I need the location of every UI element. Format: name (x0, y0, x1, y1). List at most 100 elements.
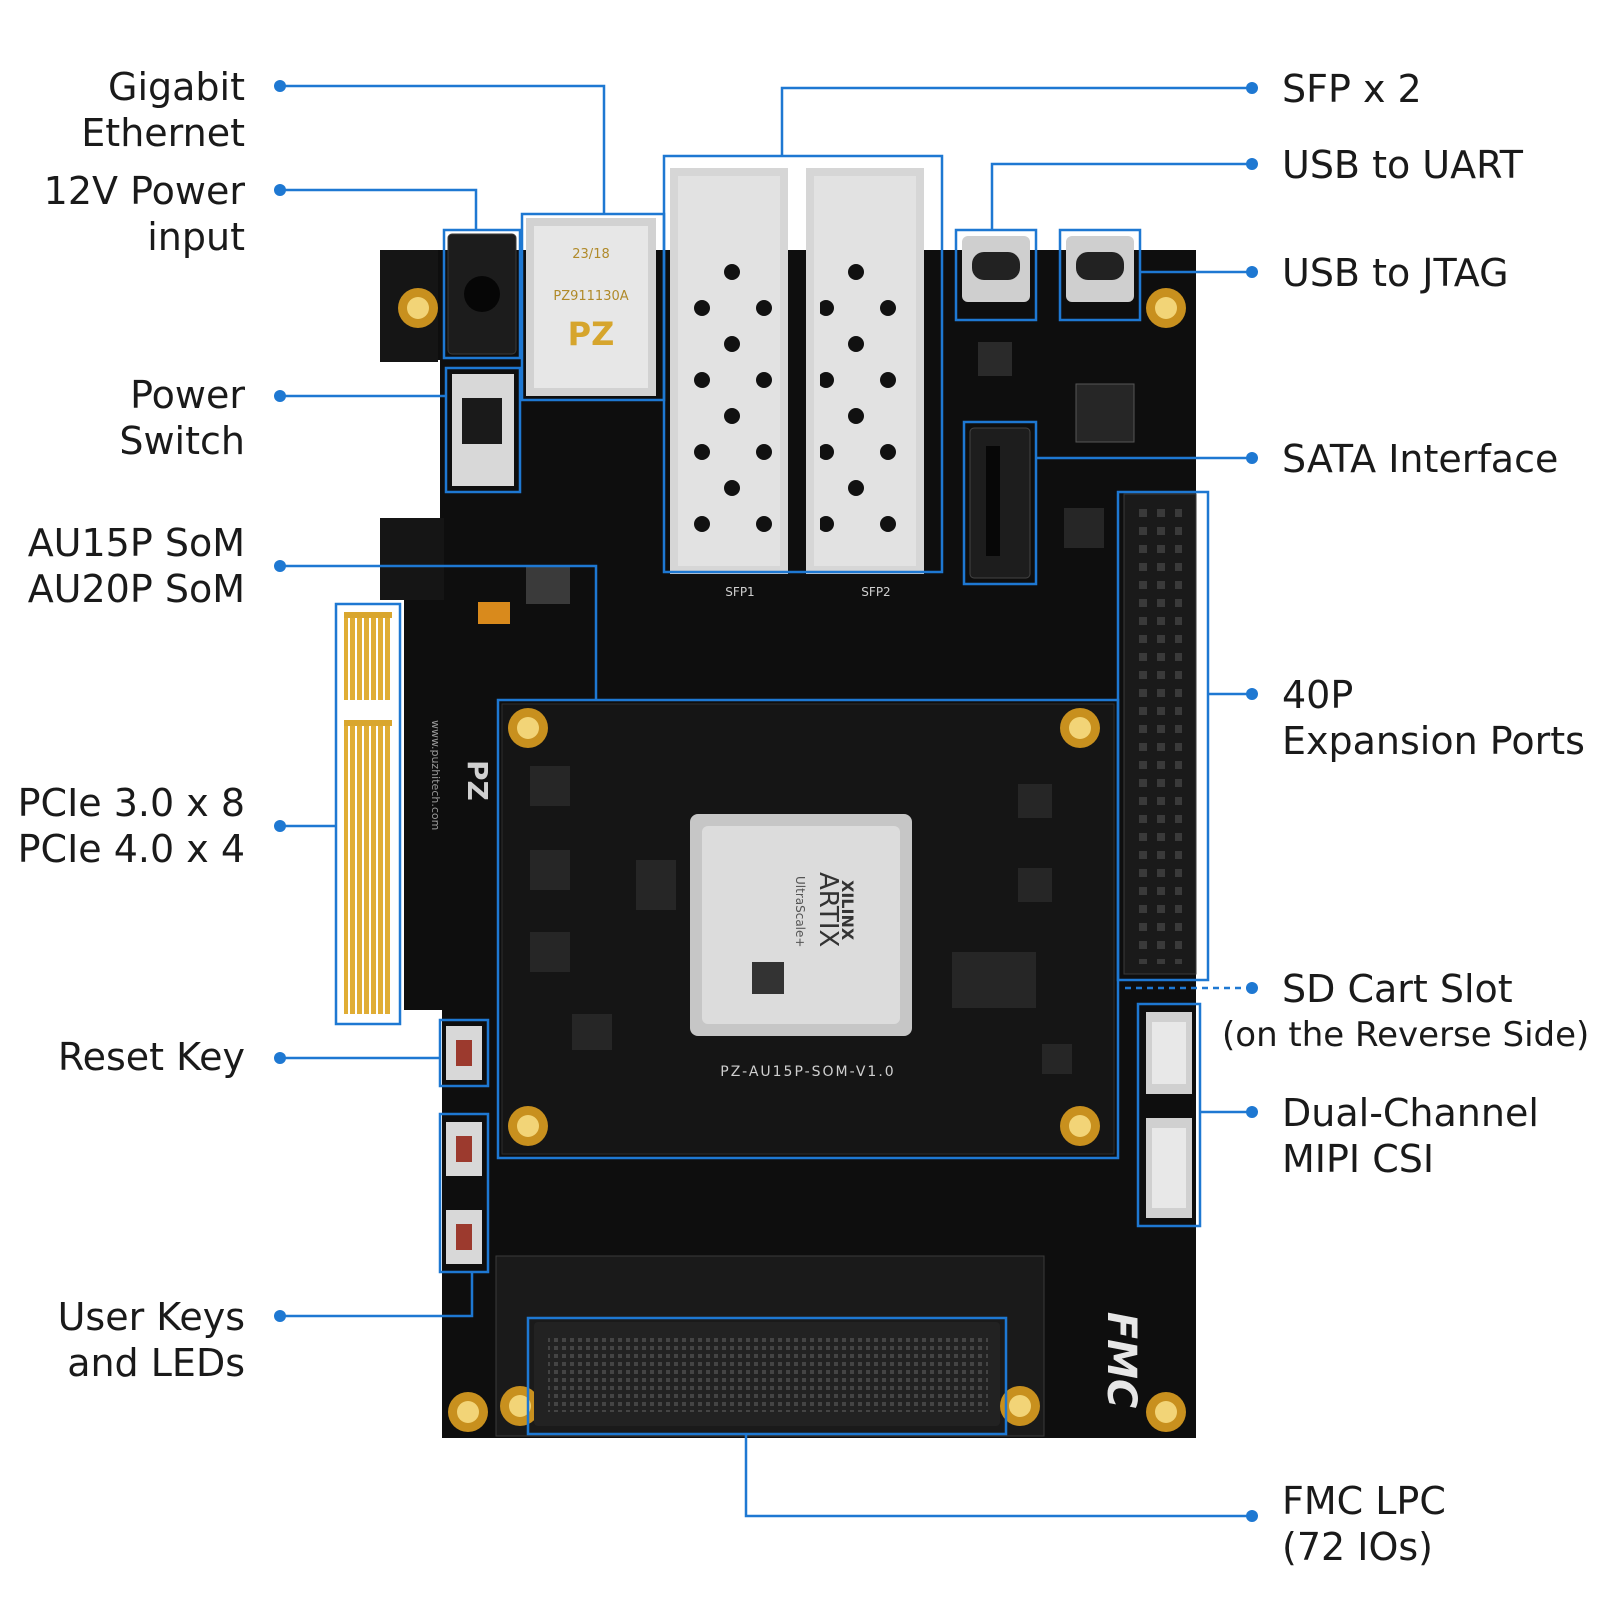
sata-connector (969, 427, 1031, 579)
mounting-holes (398, 288, 1186, 1432)
fmc-silk-logo: FMC (1098, 1312, 1144, 1408)
power-input-leader (280, 188, 478, 230)
label-sata: SATA Interface (1282, 436, 1558, 482)
label-line: Expansion Ports (1282, 719, 1585, 763)
power-switch-part (452, 374, 514, 486)
inductor (526, 566, 570, 604)
label-line: USB to UART (1282, 143, 1523, 187)
label-usb-jtag: USB to JTAG (1282, 250, 1509, 296)
som-model-text: PZ-AU15P-SOM-V1.0 (720, 1064, 895, 1080)
callout-dot (274, 184, 286, 196)
callout-dot (274, 560, 286, 572)
callout-dot (1246, 688, 1258, 700)
label-line: AU20P SoM (27, 567, 245, 611)
usb-uart-box (954, 228, 1038, 322)
label-line: Reset Key (57, 1035, 245, 1079)
callout-dot (274, 80, 286, 92)
mipi-connectors (1146, 1012, 1192, 1218)
label-gigabit-ethernet: Gigabit Ethernet (81, 64, 245, 156)
label-expansion: 40P Expansion Ports (1282, 672, 1585, 764)
label-line: MIPI CSI (1282, 1137, 1435, 1181)
sfp-cages: SFP1 SFP2 (670, 168, 924, 599)
keys (446, 1026, 482, 1264)
label-reset-key: Reset Key (58, 1034, 245, 1080)
sata-chip (1064, 508, 1104, 548)
label-pcie: PCIe 3.0 x 8 PCIe 4.0 x 4 (18, 780, 245, 872)
rj45-logo-text: PZ (568, 315, 615, 353)
pcb-tab (380, 518, 444, 600)
power-switch-box (444, 366, 522, 494)
label-line: Gigabit (108, 65, 245, 109)
pin-header-40p (1123, 493, 1197, 975)
sfp2-silk: SFP2 (861, 585, 890, 599)
mipi-box (1136, 1002, 1202, 1228)
label-user-keys: User Keys and LEDs (58, 1294, 245, 1386)
jtag-chip (1075, 383, 1135, 443)
label-line: SD Cart Slot (1282, 967, 1513, 1011)
som-module: XILINX ARTIX UltraScale+ PZ-AU15P-SOM-V1… (501, 703, 1115, 1155)
label-sfp: SFP x 2 (1282, 66, 1422, 112)
callout-dot (1246, 82, 1258, 94)
capacitor (478, 602, 510, 624)
fmc-box (526, 1316, 1008, 1436)
pcie-box (334, 602, 402, 1026)
rj45-jack: 23/18 PZ911130A PZ (526, 218, 656, 396)
uart-chip (978, 342, 1012, 376)
pz-silk-logo: PZ (461, 760, 494, 801)
sfp1-silk: SFP1 (725, 585, 754, 599)
label-sd-slot: SD Cart Slot (on the Reverse Side) (1222, 966, 1590, 1058)
user-keys-box (438, 1112, 490, 1274)
label-power-switch: Power Switch (119, 372, 245, 464)
label-line: (72 IOs) (1282, 1525, 1433, 1569)
label-line: PCIe 3.0 x 8 (17, 781, 245, 825)
callout-dot (274, 390, 286, 402)
label-line: PCIe 4.0 x 4 (17, 827, 245, 871)
label-line: (on the Reverse Side) (1222, 1015, 1590, 1055)
label-power-input: 12V Power input (44, 168, 245, 260)
label-line: SATA Interface (1282, 437, 1559, 481)
label-line: AU15P SoM (27, 521, 245, 565)
pcie-gold-fingers (344, 612, 392, 1014)
label-line: Switch (119, 419, 245, 463)
rj45-part-text: PZ911130A (553, 289, 628, 304)
fpga-brand-text: XILINX (838, 880, 857, 941)
callout-lines (274, 80, 1258, 1522)
sfp-box (662, 154, 944, 574)
fpga-family-text: ARTIX (813, 872, 843, 947)
callout-dot (1246, 266, 1258, 278)
reset-box (438, 1018, 490, 1088)
callout-dot (1246, 1106, 1258, 1118)
label-line: 40P (1282, 673, 1354, 717)
label-usb-uart: USB to UART (1282, 142, 1523, 188)
rj45-date-text: 23/18 (572, 247, 609, 262)
callout-dot (1246, 1510, 1258, 1522)
fpga-sub-text: UltraScale+ (793, 876, 807, 947)
som-box (496, 698, 1120, 1160)
label-line: FMC LPC (1282, 1479, 1446, 1523)
callout-dot (274, 1052, 286, 1064)
label-line: USB to JTAG (1282, 251, 1509, 295)
label-line: SFP x 2 (1282, 67, 1422, 111)
website-silk: www.puzhitech.com (429, 720, 442, 830)
user-keys-leader (280, 1272, 474, 1318)
fmc-leader (744, 1434, 1252, 1518)
label-line: and LEDs (67, 1341, 245, 1385)
label-line: User Keys (57, 1295, 245, 1339)
fmc-connector: FMC (495, 1255, 1144, 1437)
dc-jack-box (442, 228, 522, 360)
label-mipi: Dual-Channel MIPI CSI (1282, 1090, 1539, 1182)
gigabit-leader (280, 84, 606, 214)
sata-box (962, 420, 1038, 586)
label-line: Ethernet (81, 111, 245, 155)
label-line: input (147, 215, 245, 259)
som-leader (280, 564, 598, 700)
callout-dot (274, 820, 286, 832)
label-som: AU15P SoM AU20P SoM (28, 520, 245, 612)
usb-jtag-box (1058, 228, 1142, 322)
label-fmc: FMC LPC (72 IOs) (1282, 1478, 1446, 1570)
label-line: 12V Power (43, 169, 245, 213)
usb-c-ports (962, 236, 1134, 302)
callout-dot (1246, 158, 1258, 170)
